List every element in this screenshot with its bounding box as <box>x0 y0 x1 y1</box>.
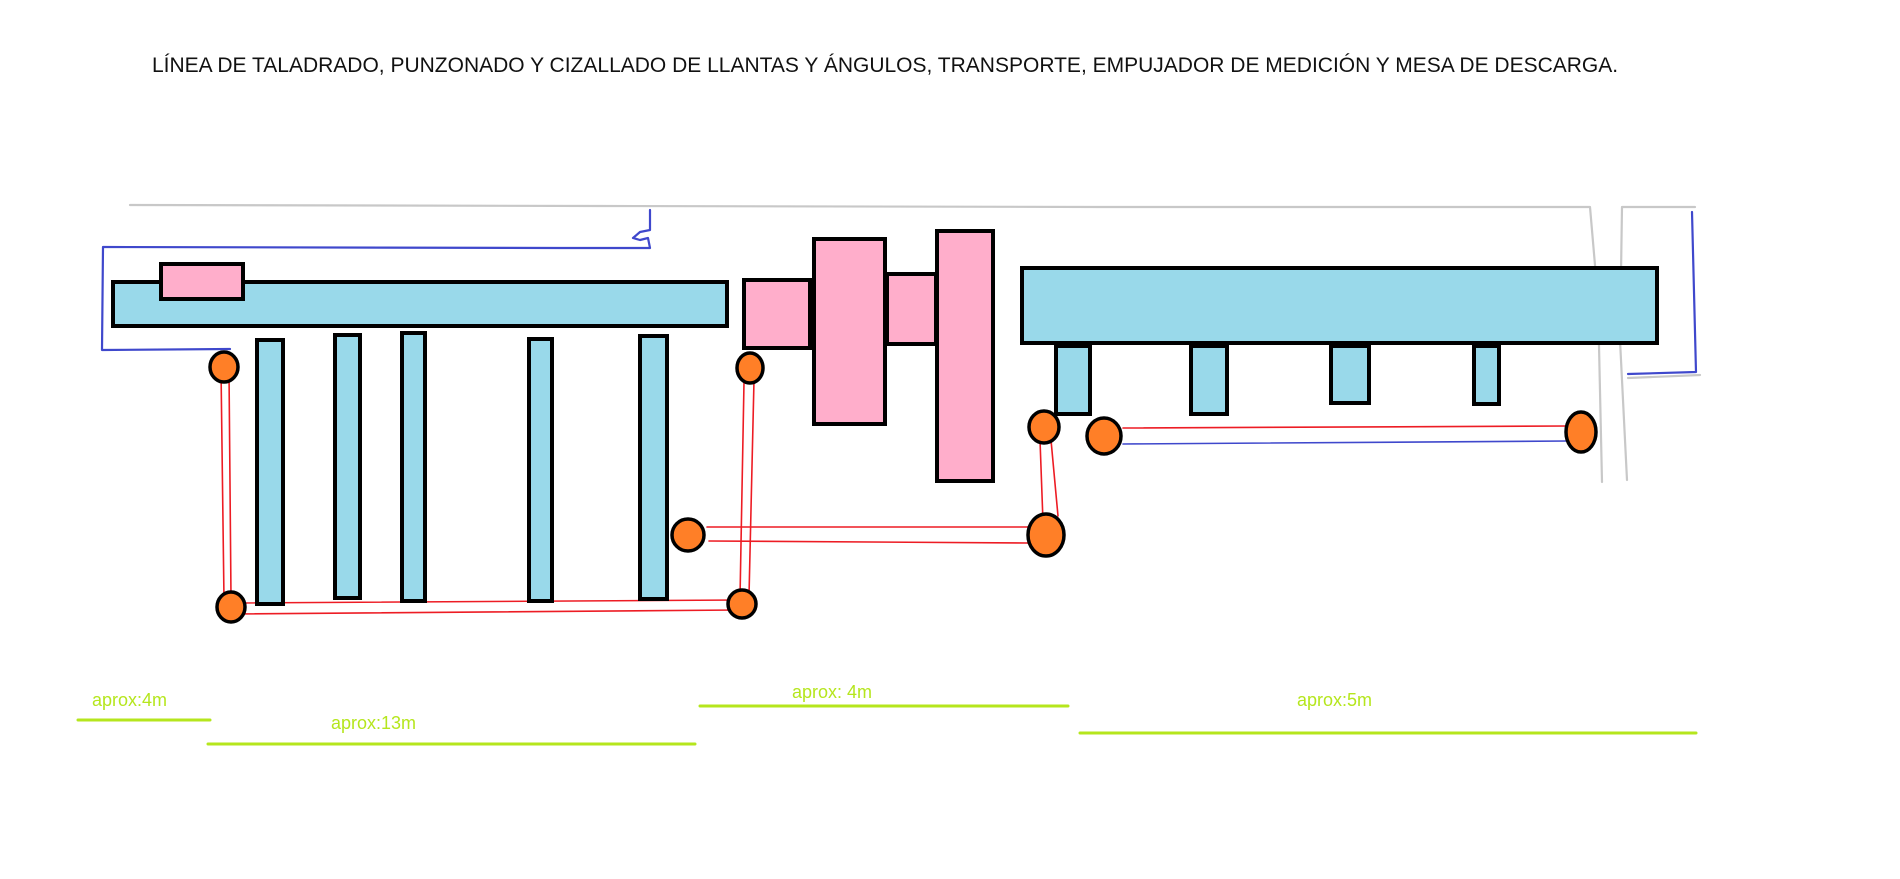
drilling-punching-shearing-machine <box>742 229 995 483</box>
wire-upper-right <box>1122 425 1569 429</box>
wire-left-vertical-a <box>220 368 225 601</box>
fence-left-blue <box>100 208 652 352</box>
roller-arm-5 <box>638 334 669 601</box>
conveyor-right <box>1020 266 1659 416</box>
dimension-label-4m-left: aprox:4m <box>92 690 167 710</box>
diagram-title: LÍNEA DE TALADRADO, PUNZONADO Y CIZALLAD… <box>152 54 1618 77</box>
sensor-5 <box>670 517 706 553</box>
sensor-4 <box>726 588 758 620</box>
discharge-table-beam <box>1020 266 1659 345</box>
sensor-3 <box>735 351 765 385</box>
wire-right-riser-b <box>1050 439 1059 517</box>
sensor-8 <box>1085 416 1123 456</box>
machine-coupler <box>885 272 938 346</box>
wire-upper-right-blue <box>1122 440 1569 445</box>
support-leg-4 <box>1472 344 1501 406</box>
sensors <box>208 350 1598 624</box>
fence-right-blue <box>1626 210 1698 376</box>
support-leg-2 <box>1189 344 1229 416</box>
wire-left-vertical-b <box>228 370 232 598</box>
sensor-1 <box>208 350 240 384</box>
machine-entry-block <box>742 278 812 350</box>
fence-bottom-right-gray <box>1626 373 1702 380</box>
dimension-label-13m: aprox:13m <box>331 713 416 733</box>
sensor-9 <box>1564 410 1598 454</box>
roller-arm-2 <box>333 333 362 600</box>
wiring-red <box>220 368 1569 615</box>
sensor-7 <box>1026 512 1066 558</box>
sensor-6 <box>1027 409 1061 445</box>
roller-arm-1 <box>255 338 285 606</box>
wire-right-riser-a <box>1039 439 1044 523</box>
wire-mid-vertical-a <box>739 381 745 599</box>
dimension-label-5m: aprox:5m <box>1297 690 1372 710</box>
wire-horizontal-b <box>708 540 1029 544</box>
sensor-2 <box>215 590 247 624</box>
machine-body-main <box>812 237 887 426</box>
machine-body-tall <box>935 229 995 483</box>
support-leg-3 <box>1329 344 1371 405</box>
roller-arm-4 <box>527 337 554 603</box>
safety-fence-blue <box>100 208 1698 376</box>
dimension-label-4m-mid: aprox: 4m <box>792 682 872 702</box>
pusher-carriage-left <box>159 262 245 301</box>
conveyor-left <box>111 262 729 606</box>
wire-bottom-b <box>233 609 739 615</box>
support-leg-1 <box>1054 344 1092 416</box>
roller-arm-3 <box>400 331 427 603</box>
wire-mid-vertical-b <box>748 379 755 597</box>
dimensions: aprox:4m aprox:13m aprox: 4m aprox:5m <box>76 682 1698 746</box>
